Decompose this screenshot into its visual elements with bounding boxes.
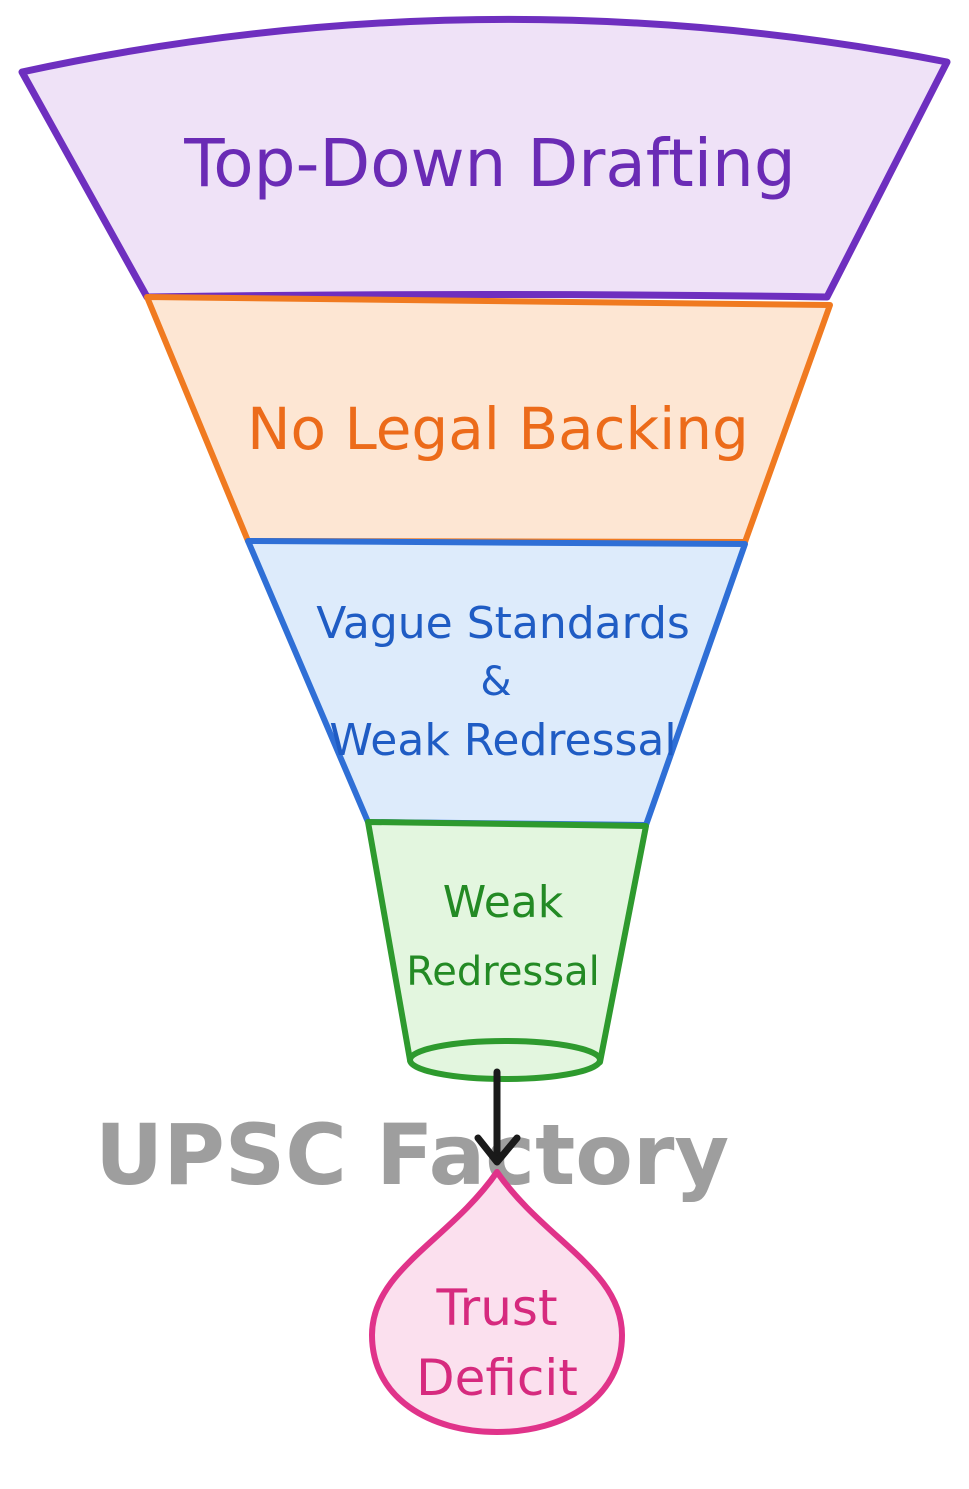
stage-3-label-line-3: Weak Redressal [329, 715, 676, 766]
stage-weak-redressal: Weak Redressal [365, 819, 649, 1082]
result-trust-deficit: Trust Deficit [369, 1169, 625, 1435]
stage-4-label-line-1: Weak [443, 877, 564, 928]
stage-top-down-drafting: Top-Down Drafting [18, 15, 951, 301]
stage-vague-standards: Vague Standards & Weak Redressal [245, 538, 748, 828]
stage-no-legal-backing: No Legal Backing [144, 294, 833, 545]
arrow-head [474, 1134, 521, 1166]
spout-opening [407, 1038, 603, 1082]
stage-2-label: No Legal Backing [247, 395, 749, 463]
stage-3-label-line-1: Vague Standards [316, 598, 690, 649]
result-label-line-1: Trust [435, 1279, 557, 1337]
stage-4-shape [365, 819, 649, 1065]
drop-shape [369, 1169, 625, 1435]
arrow-down-icon [474, 1068, 521, 1166]
stage-1-label: Top-Down Drafting [183, 125, 796, 202]
stage-1-shape [18, 15, 951, 301]
stage-3-label-line-2: & [480, 659, 511, 705]
stage-4-label-line-2: Redressal [406, 949, 599, 995]
watermark: UPSC Factory [95, 1106, 729, 1204]
result-label-line-2: Deficit [416, 1349, 578, 1407]
